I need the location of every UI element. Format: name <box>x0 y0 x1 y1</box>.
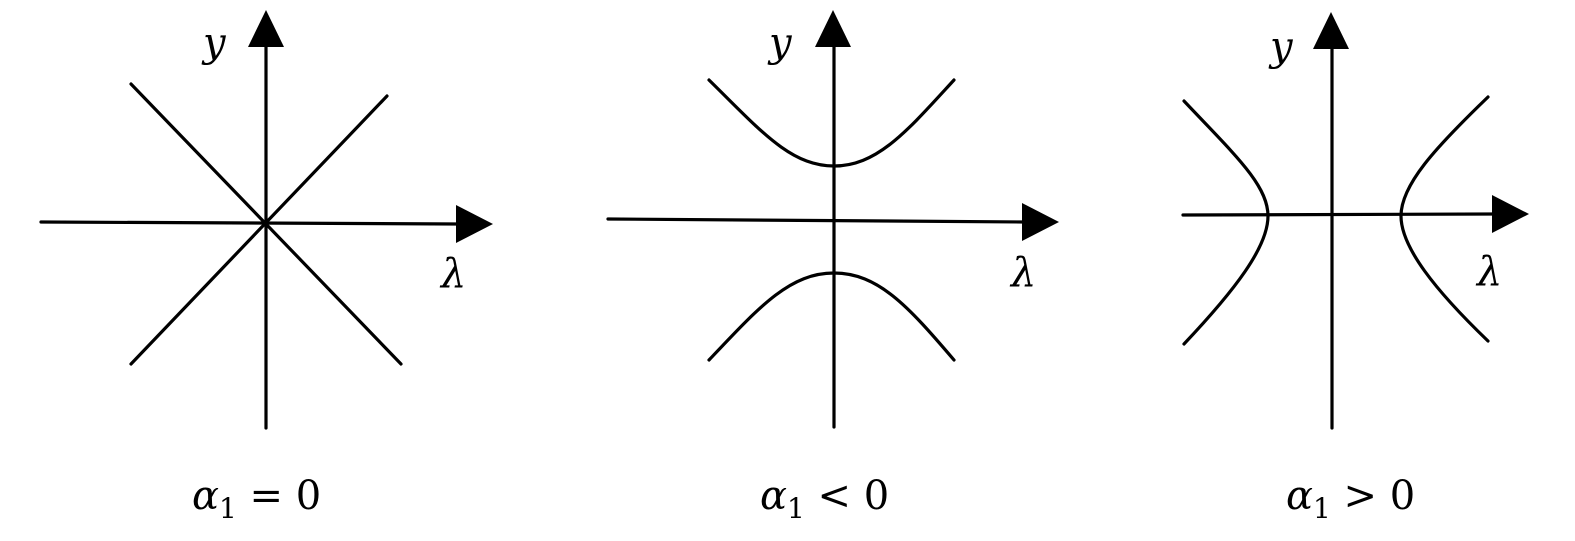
lambda-axis-label: λ <box>439 251 466 297</box>
panel-alpha1-zero: y λ α1 = 0 <box>39 10 493 525</box>
caption-subscript: 1 <box>787 492 805 525</box>
caption-alpha1-positive: α1 > 0 <box>1286 473 1415 525</box>
caption-subscript: 1 <box>219 492 237 525</box>
lambda-axis-arrowhead <box>456 205 493 243</box>
upper-hyperbola-branch <box>707 78 956 168</box>
right-hyperbola-branch <box>1399 95 1490 343</box>
y-axis-arrowhead <box>248 10 284 47</box>
lambda-axis-arrowhead <box>1022 203 1059 241</box>
caption-relation: < 0 <box>805 473 889 519</box>
lambda-axis <box>39 220 460 226</box>
lambda-axis-label: λ <box>1475 249 1502 295</box>
y-axis-arrowhead <box>815 10 851 47</box>
caption-relation: = 0 <box>237 473 321 519</box>
panel-alpha1-negative: y λ α1 < 0 <box>606 10 1059 525</box>
y-axis-label: y <box>1268 24 1294 70</box>
lambda-axis-arrowhead <box>1492 195 1529 233</box>
caption-subscript: 1 <box>1313 492 1331 525</box>
caption-symbol: α <box>1286 473 1313 519</box>
caption-alpha1-negative: α1 < 0 <box>760 473 889 525</box>
panel-alpha1-positive: y λ α1 > 0 <box>1181 12 1529 525</box>
caption-relation: > 0 <box>1331 473 1415 519</box>
caption-symbol: α <box>192 473 219 519</box>
lambda-axis-label: λ <box>1009 250 1036 296</box>
lambda-axis <box>1181 212 1496 217</box>
y-axis-label: y <box>201 20 227 66</box>
lambda-axis <box>606 217 1026 224</box>
y-axis-label: y <box>767 20 793 66</box>
caption-symbol: α <box>760 473 787 519</box>
lower-hyperbola-branch <box>707 271 956 362</box>
caption-alpha1-zero: α1 = 0 <box>192 473 321 525</box>
y-axis-arrowhead <box>1313 12 1349 49</box>
crossing-line-rising <box>129 94 389 366</box>
left-hyperbola-branch <box>1182 99 1270 346</box>
